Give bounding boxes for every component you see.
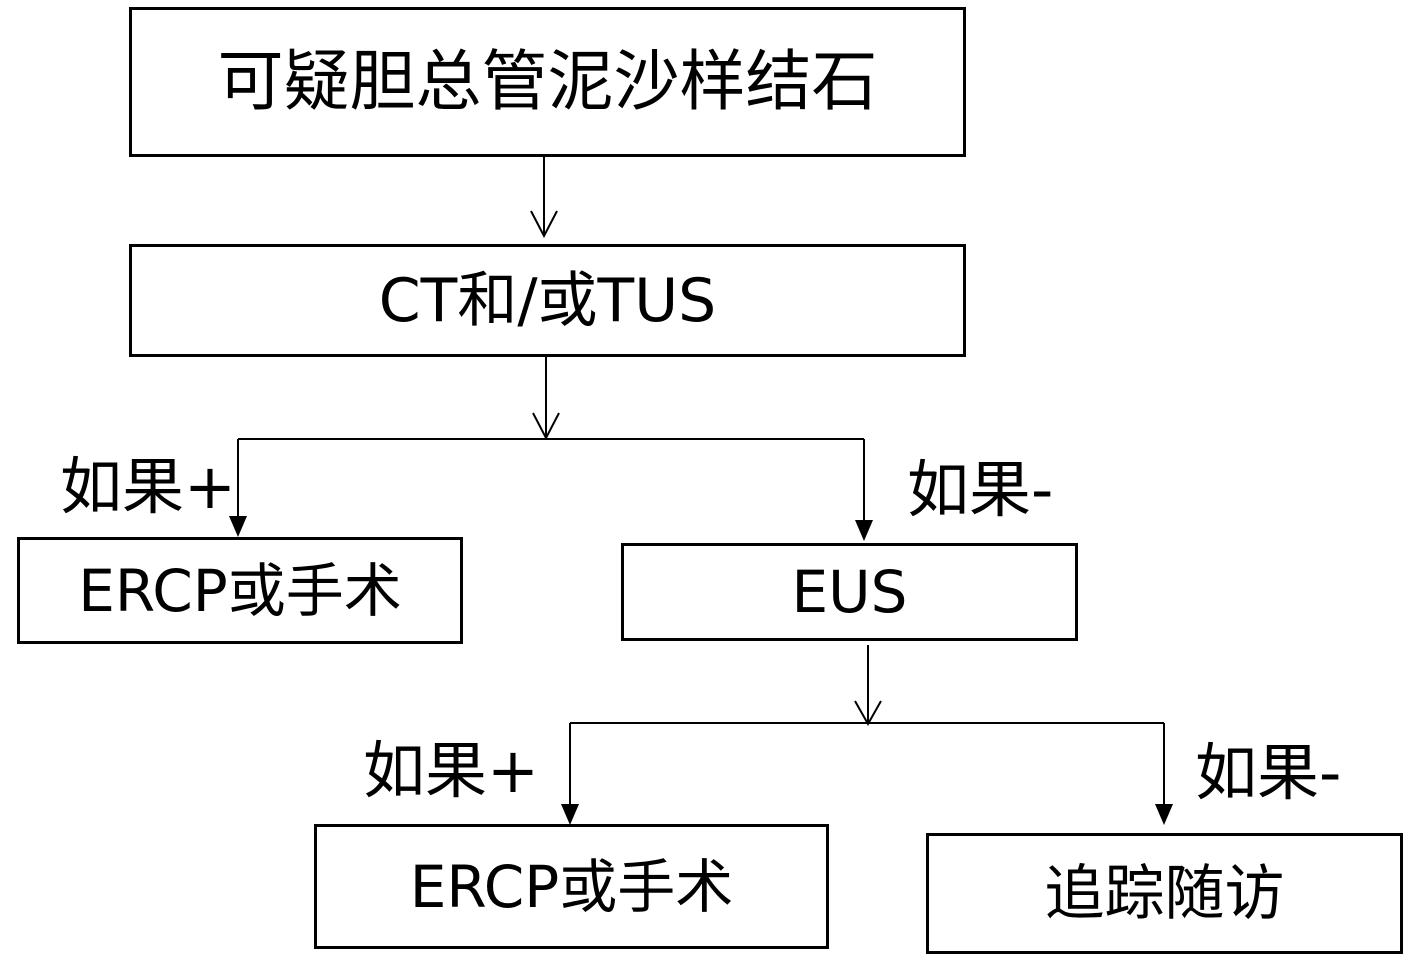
node-ercp-surgery-first: ERCP或手术	[17, 537, 463, 644]
node-suspected-cbd-sludge-stone: 可疑胆总管泥沙样结石	[129, 7, 966, 157]
node-ercp-surgery-second-label: ERCP或手术	[409, 852, 734, 921]
node-ercp-surgery-first-label: ERCP或手术	[78, 556, 402, 625]
edge-label-second-negative: 如果-	[1195, 736, 1342, 809]
arrowhead-first-negative	[855, 520, 873, 541]
node-eus: EUS	[621, 543, 1078, 641]
node-follow-up-label: 追踪随访	[1044, 858, 1285, 929]
node-suspected-label: 可疑胆总管泥沙样结石	[217, 43, 878, 120]
edge-label-second-positive: 如果+	[363, 734, 539, 807]
node-ct-tus-label: CT和/或TUS	[378, 265, 717, 336]
node-ercp-surgery-second: ERCP或手术	[314, 824, 829, 949]
edge-label-first-negative: 如果-	[907, 453, 1054, 526]
node-ct-tus: CT和/或TUS	[129, 244, 966, 357]
edge-label-first-positive: 如果+	[60, 450, 236, 523]
arrowhead-first-positive	[229, 516, 247, 537]
arrowhead-suspected-to-ct	[530, 210, 558, 239]
arrowhead-second-positive	[561, 804, 579, 825]
arrowhead-second-negative	[1155, 804, 1173, 825]
node-follow-up: 追踪随访	[926, 833, 1403, 954]
node-eus-label: EUS	[791, 558, 908, 626]
